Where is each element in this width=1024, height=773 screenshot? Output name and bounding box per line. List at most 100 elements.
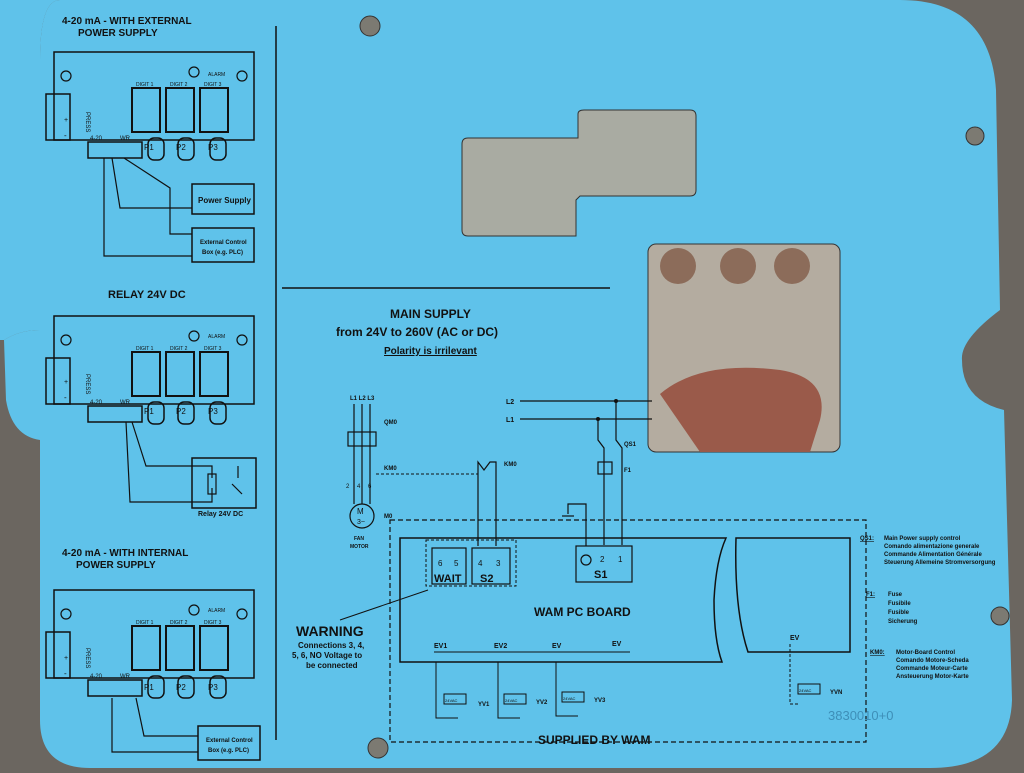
svg-text:DIGIT 3: DIGIT 3 <box>204 346 222 352</box>
supply-range: from 24V to 260V (AC or DC) <box>336 325 498 339</box>
svg-text:+: + <box>64 379 68 386</box>
svg-text:1: 1 <box>618 555 623 564</box>
serial-number: 3830010+0 <box>828 708 893 723</box>
svg-text:4-20: 4-20 <box>90 136 103 142</box>
svg-text:PRESS: PRESS <box>84 112 90 132</box>
svg-text:QS1:: QS1: <box>860 536 874 542</box>
svg-text:Commande Alimentation Générale: Commande Alimentation Générale <box>884 552 982 558</box>
svg-text:+: + <box>64 655 68 662</box>
svg-text:24VAC: 24VAC <box>799 688 811 693</box>
wam-pc-board <box>399 537 728 663</box>
svg-text:ALARM: ALARM <box>208 72 225 78</box>
svg-text:EV1: EV1 <box>434 643 447 650</box>
svg-text:QS1: QS1 <box>624 442 637 448</box>
svg-text:EV2: EV2 <box>494 643 507 650</box>
svg-text:YV2: YV2 <box>536 700 548 706</box>
svg-text:6: 6 <box>368 484 372 490</box>
power-supply-box: Power Supply <box>198 196 251 205</box>
svg-text:4-20: 4-20 <box>90 400 103 406</box>
svg-text:Ansteuerung Motor-Karte: Ansteuerung Motor-Karte <box>896 674 969 680</box>
supplied-by-wam: SUPPLIED BY WAM <box>538 733 650 747</box>
svg-text:Fuse: Fuse <box>888 592 903 598</box>
svg-text:MOTOR: MOTOR <box>350 544 369 550</box>
blue-plate <box>4 0 1012 768</box>
svg-text:3~: 3~ <box>357 519 365 526</box>
svg-text:4: 4 <box>478 559 483 568</box>
svg-text:Fusibile: Fusibile <box>888 601 911 607</box>
svg-text:24VAC: 24VAC <box>505 698 517 703</box>
svg-text:4-20: 4-20 <box>90 674 103 680</box>
svg-text:P1: P1 <box>144 143 154 152</box>
svg-text:24VAC: 24VAC <box>563 696 575 701</box>
svg-text:M: M <box>357 507 364 516</box>
svg-text:Steuerung Allemeine Stromverso: Steuerung Allemeine Stromversorgung <box>884 560 996 566</box>
display-cutout <box>461 109 697 237</box>
svg-text:FAN: FAN <box>354 536 364 542</box>
panel2-title: RELAY 24V DC <box>108 289 186 301</box>
panel1-title: 4-20 mA - WITH EXTERNAL <box>62 16 192 27</box>
svg-text:2: 2 <box>600 555 605 564</box>
svg-text:L1 L2 L3: L1 L2 L3 <box>350 396 375 402</box>
screw-icon <box>990 606 1010 626</box>
supplied-by-wam-frame <box>389 519 867 743</box>
supply-polarity: Polarity is irrilevant <box>384 346 477 357</box>
svg-text:6: 6 <box>438 559 443 568</box>
svg-text:-: - <box>64 393 67 402</box>
svg-text:L2: L2 <box>506 399 514 406</box>
svg-text:WR: WR <box>120 136 131 142</box>
svg-text:Comando Motore-Scheda: Comando Motore-Scheda <box>896 658 969 664</box>
svg-text:KM0: KM0 <box>384 466 397 472</box>
screw-icon <box>367 737 389 759</box>
svg-text:Box (e.g. PLC): Box (e.g. PLC) <box>202 250 243 256</box>
svg-text:P1: P1 <box>144 683 154 692</box>
svg-text:5: 5 <box>454 559 459 568</box>
svg-text:KM0: KM0 <box>504 462 517 468</box>
supply-title: MAIN SUPPLY <box>390 307 471 321</box>
svg-text:KM0:: KM0: <box>870 650 885 656</box>
svg-text:+: + <box>64 117 68 124</box>
panel3-subtitle: POWER SUPPLY <box>76 560 156 571</box>
s2-label: S2 <box>480 573 493 585</box>
button-hole-1 <box>660 248 696 284</box>
svg-text:DIGIT 3: DIGIT 3 <box>204 620 222 626</box>
button-hole-2 <box>720 248 756 284</box>
svg-text:YVN: YVN <box>830 690 842 696</box>
svg-text:DIGIT 2: DIGIT 2 <box>170 346 188 352</box>
svg-text:M0: M0 <box>384 514 393 520</box>
svg-text:WR: WR <box>120 674 131 680</box>
wait-label: WAIT <box>434 573 462 585</box>
board-title: WAM PC BOARD <box>534 605 631 619</box>
svg-text:DIGIT 2: DIGIT 2 <box>170 620 188 626</box>
panel3-title: 4-20 mA - WITH INTERNAL <box>62 548 188 559</box>
svg-text:4: 4 <box>357 484 361 490</box>
svg-text:YV3: YV3 <box>594 698 606 704</box>
svg-text:L1: L1 <box>506 417 514 424</box>
svg-text:Fusible: Fusible <box>888 610 910 616</box>
svg-text:Motor-Board Control: Motor-Board Control <box>896 650 955 656</box>
svg-text:F1: F1 <box>624 468 632 474</box>
svg-text:P3: P3 <box>208 143 218 152</box>
svg-text:EV: EV <box>612 641 622 648</box>
reflection <box>660 367 822 452</box>
svg-text:-: - <box>64 131 67 140</box>
svg-text:External Control: External Control <box>206 738 253 744</box>
screw-icon <box>965 126 985 146</box>
panel1-subtitle: POWER SUPPLY <box>78 28 158 39</box>
ground-icon <box>580 554 592 566</box>
relay-box: Relay 24V DC <box>198 511 243 518</box>
svg-text:2: 2 <box>346 484 350 490</box>
svg-text:P3: P3 <box>208 407 218 416</box>
svg-text:Commande Moteur-Carte: Commande Moteur-Carte <box>896 666 968 672</box>
svg-text:P2: P2 <box>176 407 186 416</box>
svg-text:-: - <box>64 669 67 678</box>
svg-text:P3: P3 <box>208 683 218 692</box>
svg-text:DIGIT 1: DIGIT 1 <box>136 82 154 88</box>
svg-text:P1: P1 <box>144 407 154 416</box>
svg-text:P2: P2 <box>176 683 186 692</box>
svg-text:F1:: F1: <box>866 592 875 598</box>
svg-text:QM0: QM0 <box>384 420 398 426</box>
svg-text:be connected: be connected <box>306 661 358 670</box>
svg-text:YV1: YV1 <box>478 702 490 708</box>
svg-text:PRESS: PRESS <box>84 648 90 668</box>
